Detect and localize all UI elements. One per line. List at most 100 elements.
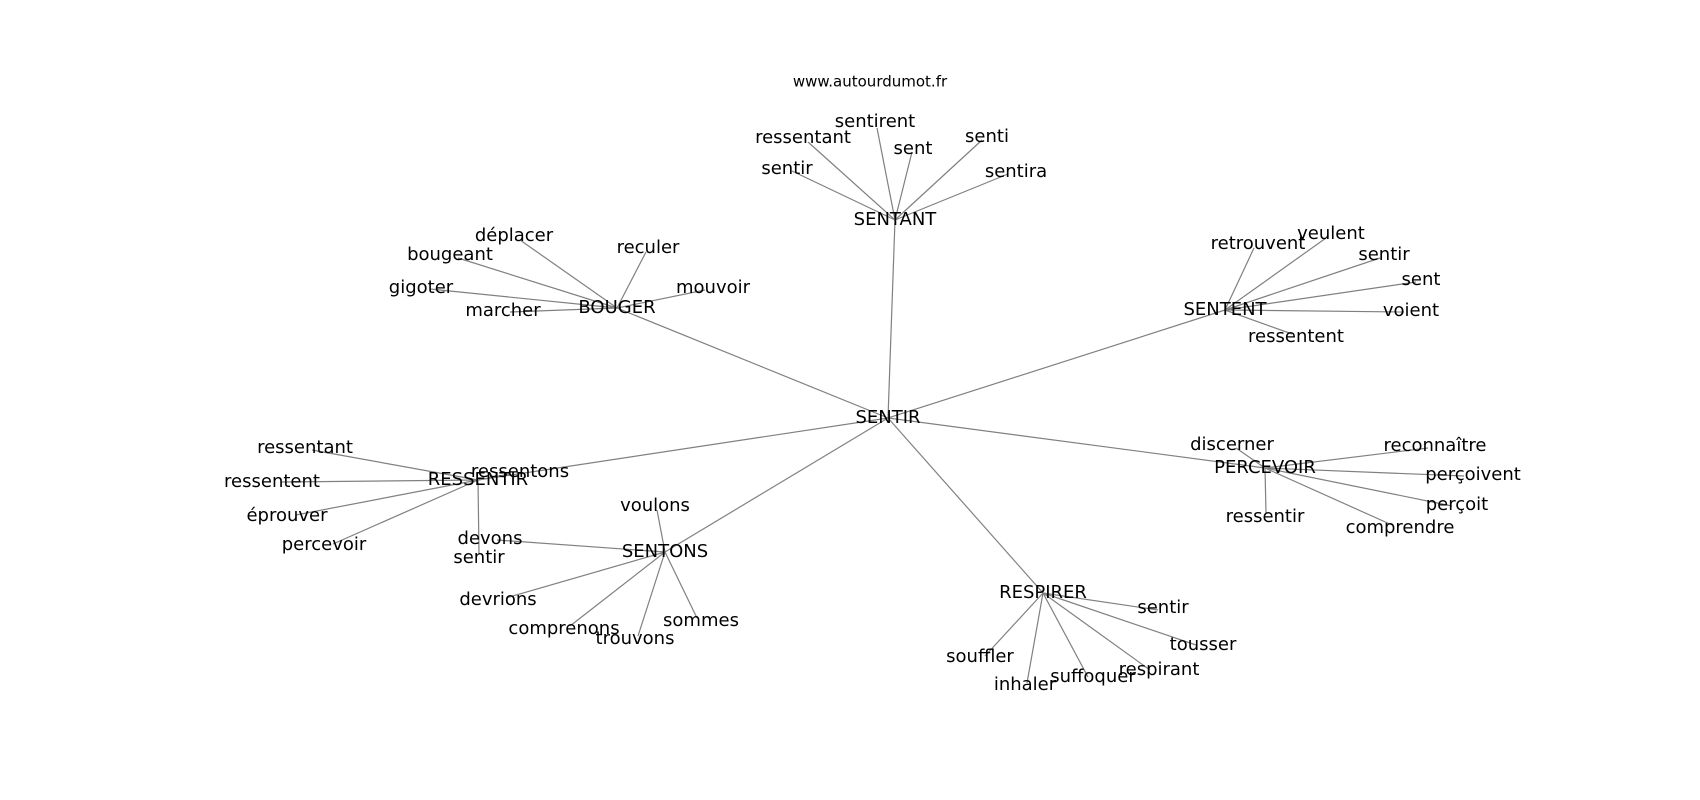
edge-hub-to-leaf [1224,309,1405,313]
edge-center-to-hub [477,417,889,481]
graph-labels: SENTIRSENTANTsentirentressentantsentsent… [224,111,1521,695]
edge-hub-to-leaf [791,170,896,221]
source-label: www.autourdumot.fr [793,73,948,91]
hub-node[interactable]: PERCEVOIR [1214,457,1316,478]
hub-node[interactable]: SENTENT [1183,299,1267,320]
edge-hub-to-leaf [1224,257,1381,311]
edge-hub-to-leaf [656,509,666,553]
leaf-node[interactable]: ressentant [755,127,851,148]
leaf-node[interactable]: devons [458,528,523,549]
graph-edges [281,127,1465,684]
hub-node[interactable]: BOUGER [578,297,655,318]
leaf-node[interactable]: perçoivent [1425,464,1521,485]
edge-hub-to-leaf [509,307,618,313]
hub-node[interactable]: RESPIRER [999,582,1087,603]
edge-center-to-hub [664,417,889,553]
leaf-node[interactable]: voient [1383,300,1439,321]
edge-hub-to-leaf [569,551,666,627]
edge-hub-to-leaf [984,592,1044,657]
edge-hub-to-leaf [1224,281,1417,311]
edge-hub-to-leaf [894,151,913,221]
edge-hub-to-leaf [295,479,479,516]
leaf-node[interactable]: sent [894,138,933,159]
leaf-node[interactable]: respirant [1119,659,1200,680]
leaf-node[interactable]: sent [1402,269,1441,290]
edge-hub-to-leaf [1042,592,1089,678]
leaf-node[interactable]: sentirent [835,111,915,132]
leaf-node[interactable]: voulons [620,495,690,516]
edge-hub-to-leaf [894,139,983,221]
edge-hub-to-leaf [1042,592,1159,611]
leaf-node[interactable]: ressentant [257,437,353,458]
edge-hub-to-leaf [457,257,618,309]
edge-hub-to-leaf [519,239,618,309]
edge-hub-to-leaf [616,289,706,309]
edge-hub-to-leaf [505,551,666,599]
edge-hub-to-leaf [429,288,618,309]
leaf-node[interactable]: comprendre [1346,517,1455,538]
leaf-node[interactable]: perçoit [1426,494,1488,515]
leaf-node[interactable]: discerner [1190,434,1274,455]
edge-hub-to-leaf [1042,592,1197,646]
edge-center-to-hub [887,417,1044,594]
leaf-node[interactable]: sommes [663,610,739,631]
leaf-node[interactable]: sentira [985,161,1047,182]
hub-node[interactable]: SENTANT [854,209,938,230]
leaf-node[interactable]: senti [965,126,1009,147]
edge-hub-to-leaf [1026,592,1044,684]
edge-hub-to-leaf [616,251,647,309]
leaf-node[interactable]: gigoter [389,277,454,298]
edge-hub-to-leaf [1264,467,1453,507]
edge-hub-to-leaf [281,479,479,483]
leaf-node[interactable]: sentir [761,158,813,179]
hub-node[interactable]: SENTONS [622,541,708,562]
edge-center-to-hub [887,417,1266,469]
edge-hub-to-leaf [1264,467,1465,477]
leaf-node[interactable]: sentir [1137,597,1189,618]
leaf-node[interactable]: mouvoir [676,277,751,298]
leaf-node[interactable]: ressentent [1248,326,1344,347]
edge-center-to-hub [887,219,896,419]
leaf-node[interactable]: percevoir [282,534,367,555]
edge-hub-to-leaf [1224,247,1255,311]
leaf-node[interactable]: reconnaître [1384,435,1487,456]
leaf-node[interactable]: souffler [946,646,1014,667]
edge-hub-to-leaf [894,173,1009,221]
edge-hub-to-leaf [477,473,511,481]
leaf-node[interactable]: ressentir [1226,506,1305,527]
leaf-node[interactable]: marcher [465,300,541,321]
edge-hub-to-leaf [876,127,896,221]
edge-hub-to-leaf [311,449,479,481]
edge-hub-to-leaf [637,551,666,637]
leaf-node[interactable]: ressentent [224,471,320,492]
leaf-node[interactable]: comprenons [508,618,619,639]
leaf-node[interactable]: suffoquer [1050,666,1136,687]
edge-hub-to-leaf [1224,237,1327,311]
leaf-node[interactable]: devrions [459,589,536,610]
leaf-node[interactable]: bougeant [407,244,493,265]
leaf-node[interactable]: déplacer [475,225,554,246]
leaf-node[interactable]: éprouver [246,505,328,526]
hub-node[interactable]: RESSENTIR [428,469,528,490]
leaf-node[interactable]: retrouvent [1211,233,1306,254]
leaf-node[interactable]: sentir [1358,244,1410,265]
leaf-node[interactable]: veulent [1297,223,1365,244]
leaf-node[interactable]: sentir [453,547,505,568]
leaf-node[interactable]: inhaler [994,674,1057,695]
leaf-node[interactable]: reculer [617,237,680,258]
center-node[interactable]: SENTIR [855,407,920,428]
leaf-node[interactable]: tousser [1170,634,1237,655]
edge-hub-to-leaf [477,479,480,555]
edge-hub-to-leaf [1264,467,1267,514]
edge-hub-to-leaf [1264,467,1393,526]
leaf-node[interactable]: trouvons [596,628,675,649]
edge-hub-to-leaf [1042,592,1151,671]
edge-hub-to-leaf [496,539,666,553]
edge-hub-to-leaf [332,479,479,545]
edge-hub-to-leaf [664,551,698,619]
edge-hub-to-leaf [1264,447,1429,469]
leaf-node[interactable]: ressentons [471,461,569,482]
edge-hub-to-leaf [1224,309,1293,335]
edge-center-to-hub [887,309,1226,419]
